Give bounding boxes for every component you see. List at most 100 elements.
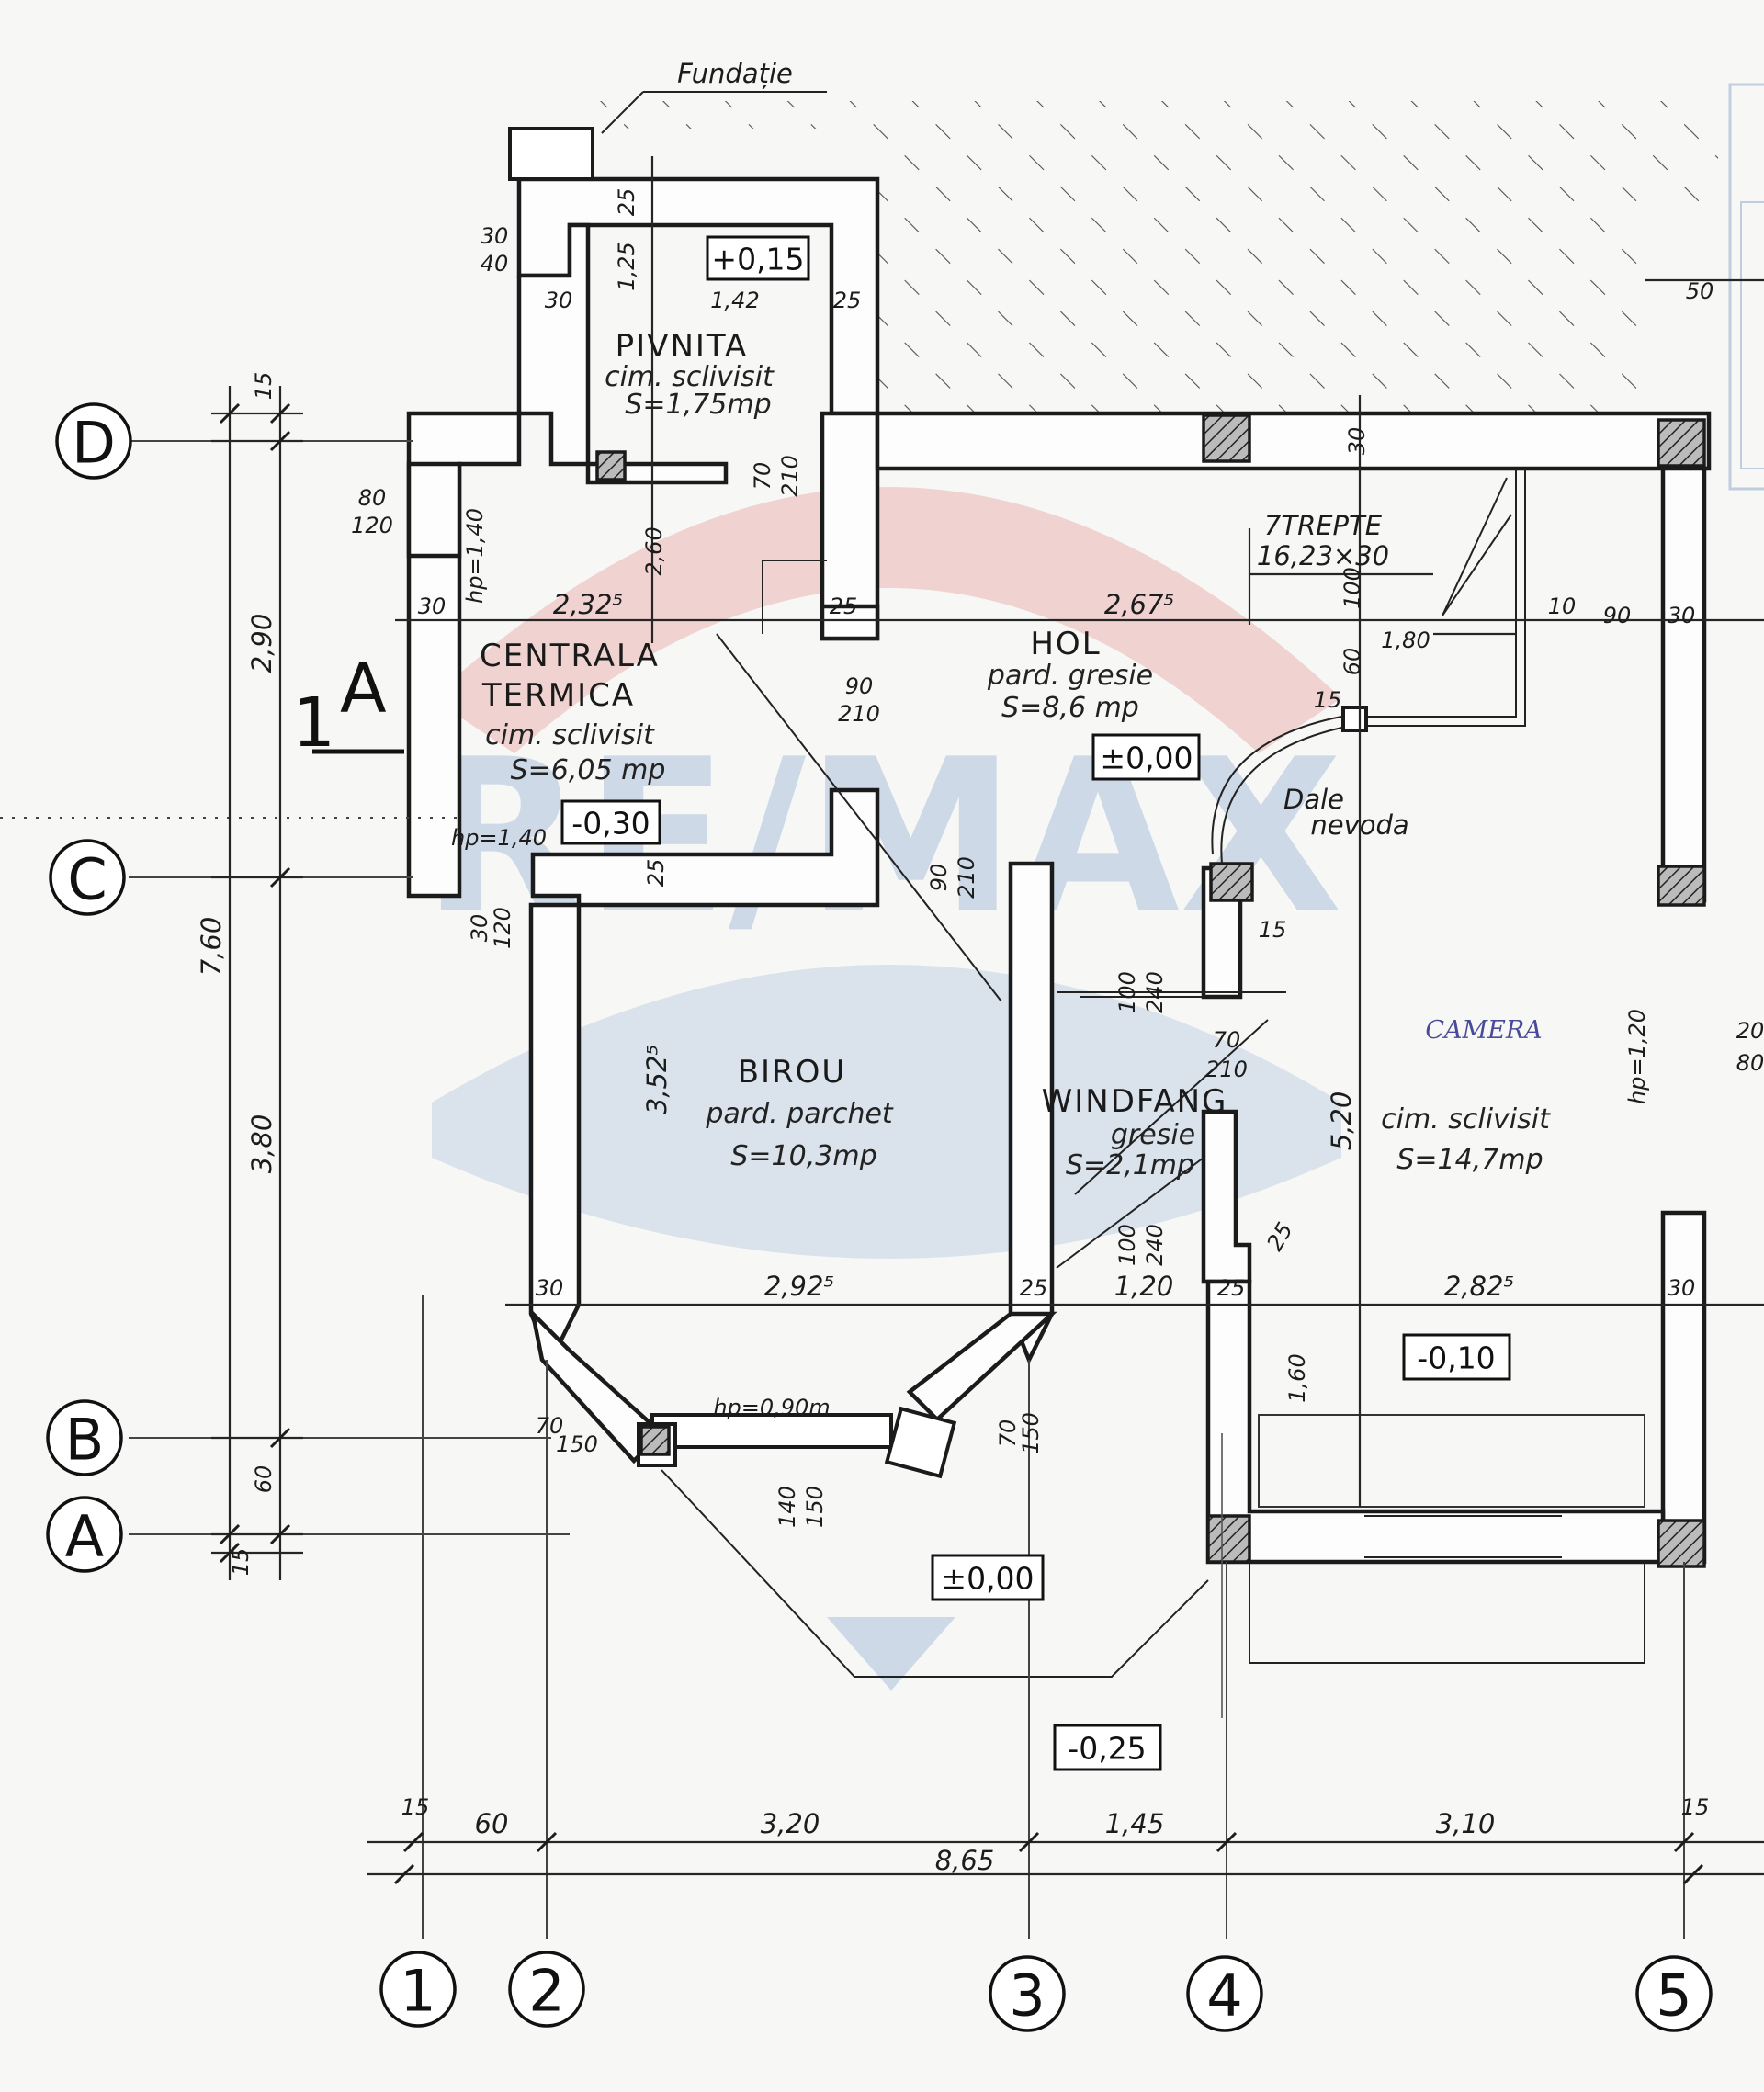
svg-text:150: 150 <box>556 1431 598 1457</box>
svg-text:+0,15: +0,15 <box>711 242 804 277</box>
svg-text:±0,00: ±0,00 <box>1100 741 1193 776</box>
svg-text:25: 25 <box>830 594 858 619</box>
axis-col-1: 1 <box>379 1951 457 2028</box>
svg-text:80: 80 <box>358 485 387 511</box>
level-entry: ±0,00 <box>931 1554 1045 1601</box>
svg-text:2: 2 <box>528 1958 564 2025</box>
svg-text:15: 15 <box>228 1548 254 1577</box>
svg-text:30: 30 <box>545 288 573 313</box>
level-hol: ±0,00 <box>1091 733 1201 781</box>
level-pivnita: +0,15 <box>706 235 810 281</box>
svg-text:cim. sclivisit: cim. sclivisit <box>485 719 655 752</box>
svg-text:30: 30 <box>481 223 509 249</box>
svg-text:hp=0,90m: hp=0,90m <box>713 1395 830 1420</box>
svg-text:S=6,05 mp: S=6,05 mp <box>511 754 666 786</box>
svg-text:25: 25 <box>614 188 639 217</box>
walls <box>406 127 1712 1565</box>
svg-text:3,52⁵: 3,52⁵ <box>641 1045 673 1114</box>
svg-text:30: 30 <box>1344 427 1370 456</box>
svg-text:3: 3 <box>1009 1962 1045 2030</box>
svg-text:90: 90 <box>926 864 952 892</box>
svg-text:1,80: 1,80 <box>1381 628 1430 653</box>
door-arc <box>1211 706 1368 865</box>
svg-text:Dale: Dale <box>1283 784 1344 815</box>
svg-text:210: 210 <box>838 701 880 727</box>
svg-text:15: 15 <box>1259 917 1287 943</box>
svg-text:B: B <box>65 1407 105 1474</box>
axis-rows: D C B A <box>46 402 132 1573</box>
axis-row-b: B <box>46 1399 123 1476</box>
svg-text:Fundație: Fundație <box>677 58 793 89</box>
svg-text:S=1,75mp: S=1,75mp <box>625 389 771 421</box>
svg-text:1,45: 1,45 <box>1105 1808 1165 1839</box>
svg-text:40: 40 <box>481 251 509 277</box>
svg-text:150: 150 <box>1018 1412 1044 1454</box>
section-mark: 1 A <box>292 650 404 763</box>
inner-dim-lines <box>395 156 1764 1507</box>
level-terrace: -0,25 <box>1053 1724 1162 1771</box>
svg-text:5: 5 <box>1656 1962 1691 2030</box>
svg-text:1,42: 1,42 <box>710 288 759 313</box>
svg-text:1,25: 1,25 <box>614 242 639 290</box>
left-dim-chain <box>211 386 303 1580</box>
svg-text:25: 25 <box>833 288 862 313</box>
svg-text:2,90: 2,90 <box>246 614 277 673</box>
svg-text:30: 30 <box>418 594 447 619</box>
svg-text:15: 15 <box>1681 1794 1710 1820</box>
svg-text:cim. sclivisit: cim. sclivisit <box>605 361 775 393</box>
level-camera: -0,10 <box>1402 1333 1511 1381</box>
svg-text:60: 60 <box>475 1808 509 1839</box>
svg-text:15: 15 <box>251 372 277 401</box>
svg-text:210: 210 <box>777 455 803 497</box>
room-hol: HOL pard. gresie S=8,6 mp <box>987 626 1153 724</box>
svg-text:S=2,1mp: S=2,1mp <box>1066 1149 1194 1182</box>
svg-text:BIROU: BIROU <box>738 1054 847 1091</box>
axis-columns: 1 2 3 4 5 <box>379 1951 1713 2032</box>
svg-text:15: 15 <box>1314 687 1342 713</box>
right-edge-frame <box>1728 83 1764 491</box>
svg-text:pard. gresie: pard. gresie <box>987 660 1153 692</box>
svg-text:120: 120 <box>351 513 393 538</box>
svg-text:2,60: 2,60 <box>641 526 667 575</box>
svg-text:gresie: gresie <box>1111 1119 1195 1151</box>
svg-text:25: 25 <box>1020 1275 1048 1301</box>
svg-text:3,10: 3,10 <box>1436 1808 1496 1839</box>
svg-text:-0,10: -0,10 <box>1417 1340 1495 1376</box>
svg-text:S=14,7mp: S=14,7mp <box>1396 1144 1543 1176</box>
room-windfang: WINDFANG gresie S=2,1mp <box>1042 1083 1228 1182</box>
svg-text:3,80: 3,80 <box>246 1114 277 1174</box>
svg-text:2,82⁵: 2,82⁵ <box>1444 1271 1514 1302</box>
svg-text:C: C <box>67 846 107 913</box>
axis-col-4: 4 <box>1186 1955 1263 2032</box>
svg-text:100: 100 <box>1114 1224 1140 1266</box>
svg-text:30: 30 <box>1668 1275 1696 1301</box>
svg-text:25: 25 <box>1217 1275 1246 1301</box>
svg-text:hp=1,40: hp=1,40 <box>462 508 488 604</box>
svg-text:7,60: 7,60 <box>196 917 227 977</box>
svg-text:1: 1 <box>400 1958 435 2025</box>
level-centrala: -0,30 <box>560 799 662 845</box>
svg-text:1,60: 1,60 <box>1284 1353 1310 1402</box>
svg-text:30: 30 <box>536 1275 564 1301</box>
axis-row-d: D <box>55 402 132 480</box>
svg-text:S=8,6 mp: S=8,6 mp <box>1001 692 1139 724</box>
svg-text:S=10,3mp: S=10,3mp <box>730 1140 876 1172</box>
svg-text:100: 100 <box>1114 971 1140 1013</box>
svg-text:70: 70 <box>536 1413 564 1439</box>
svg-text:CENTRALA: CENTRALA <box>480 638 660 674</box>
svg-text:20: 20 <box>1736 1018 1764 1044</box>
svg-text:8,65: 8,65 <box>935 1845 995 1876</box>
svg-text:A: A <box>340 650 387 729</box>
svg-text:WINDFANG: WINDFANG <box>1042 1083 1228 1120</box>
svg-text:60: 60 <box>251 1465 277 1494</box>
room-centrala: CENTRALA TERMICA cim. sclivisit S=6,05 m… <box>480 638 665 786</box>
svg-text:2,92⁵: 2,92⁵ <box>764 1271 834 1302</box>
svg-text:CAMERA: CAMERA <box>1425 1016 1542 1045</box>
room-pivnita: PIVNITA cim. sclivisit S=1,75mp <box>605 328 775 421</box>
svg-text:1,20: 1,20 <box>1114 1271 1174 1302</box>
room-birou: BIROU pard. parchet S=10,3mp <box>705 1054 894 1172</box>
svg-text:140: 140 <box>775 1486 800 1528</box>
svg-text:pard. parchet: pard. parchet <box>705 1098 894 1130</box>
